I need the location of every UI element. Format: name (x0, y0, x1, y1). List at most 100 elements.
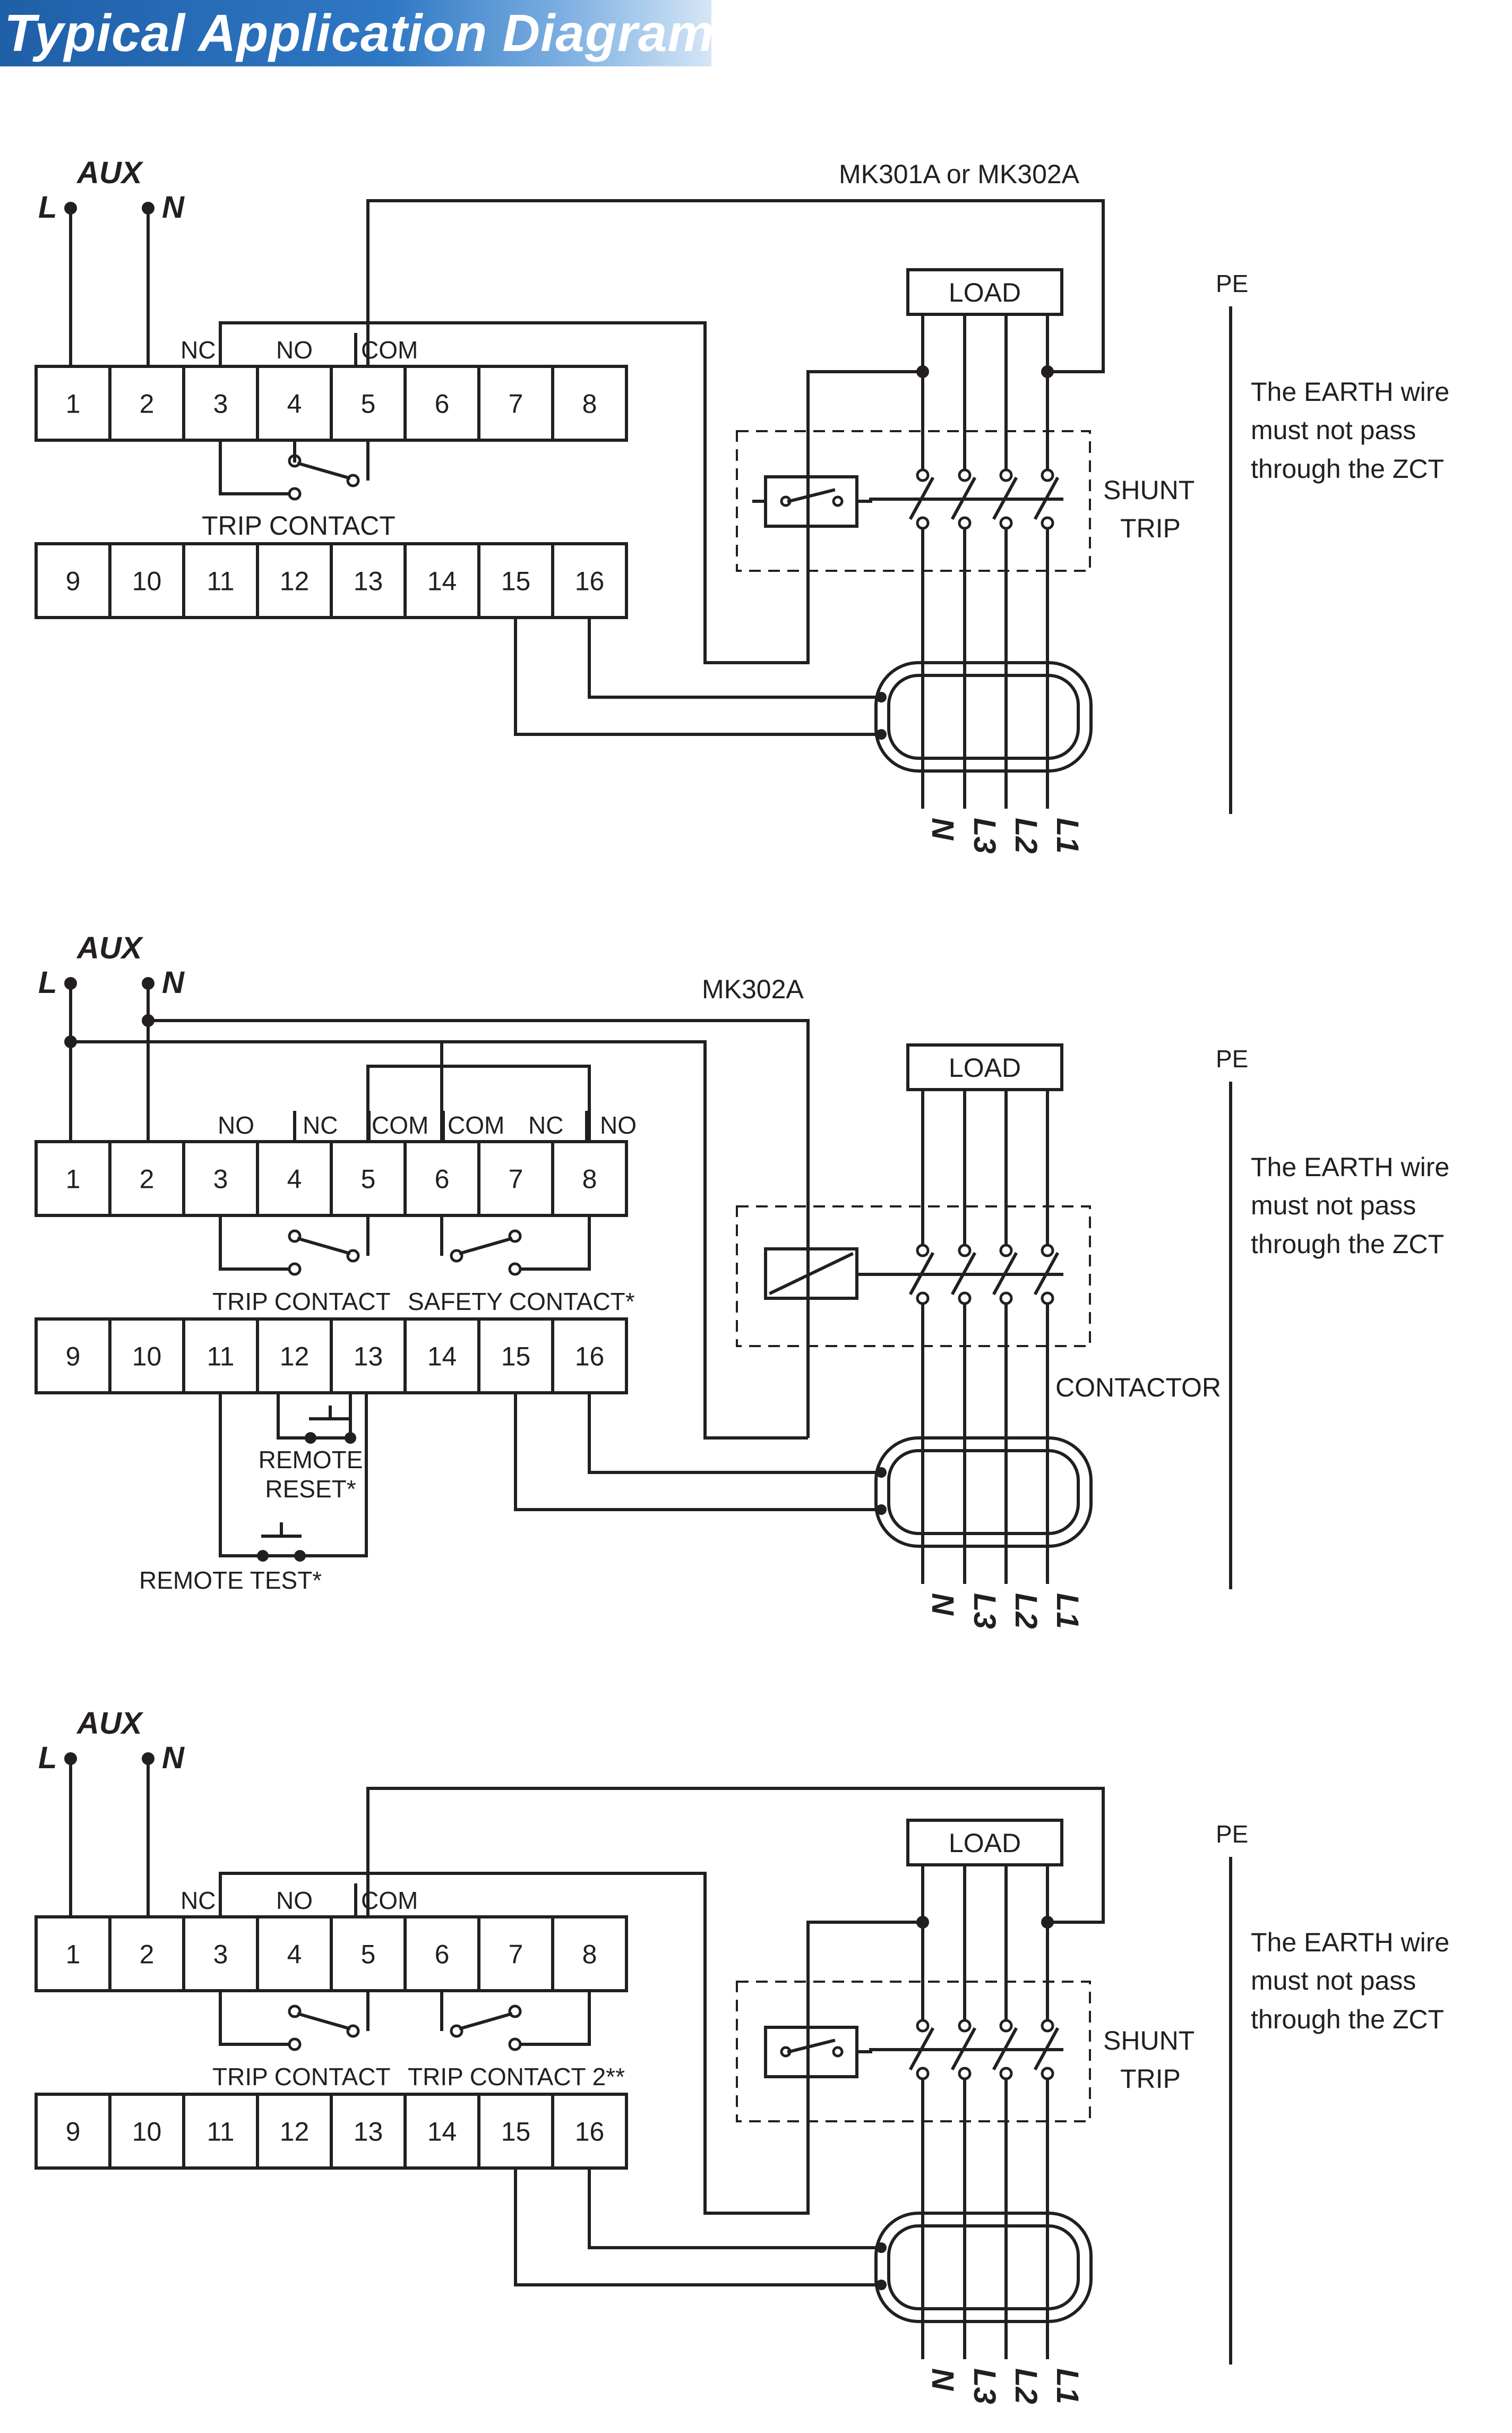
contact-label-com: COM (372, 1111, 428, 1139)
terminal-number: 3 (213, 1164, 228, 1194)
live-feed-wire (71, 1040, 808, 1440)
contact-label-com: COM (361, 336, 418, 364)
terminal-number: 8 (582, 389, 597, 419)
terminal-number: 5 (361, 389, 376, 419)
terminal-number: 1 (66, 1164, 81, 1194)
trip-contact-wire (219, 1215, 295, 1271)
terminal-number: 13 (354, 1342, 383, 1372)
remote-test-wire (219, 1393, 368, 1557)
pe-label: PE (1216, 1820, 1248, 1848)
breaker-contact-bottom (916, 2067, 930, 2080)
safety-contact-label: SAFETY CONTACT* (408, 1288, 635, 1315)
terminal-number: 6 (435, 389, 450, 419)
terminal-number: 10 (132, 1342, 162, 1372)
earth-note-line-3: through the ZCT (1251, 1229, 1444, 1259)
trip-contact-2-wire (515, 1991, 591, 2046)
contact-node (288, 1262, 302, 1276)
terminal-number: 2 (140, 1940, 154, 1969)
phase-label: L2 (1009, 1593, 1043, 1629)
com-wire (366, 199, 1105, 373)
phase-label: L1 (1050, 1593, 1085, 1629)
load-box (906, 268, 1063, 316)
terminal-number: 13 (354, 2117, 383, 2147)
terminal-number: 14 (427, 2117, 457, 2147)
junction-dot (916, 365, 929, 378)
shunt-label-2: TRIP (1120, 513, 1181, 543)
device-enclosure (736, 1981, 1091, 2122)
load-box (906, 1819, 1063, 1866)
remote-reset-wire (277, 1393, 352, 1440)
pe-label: PE (1216, 1045, 1248, 1073)
contact-blade (297, 461, 351, 480)
phase-label: L3 (967, 1593, 1002, 1629)
coil-diagonal (768, 1252, 854, 1296)
breaker-contact-bottom (958, 516, 972, 530)
shunt-label-1: SHUNT (1103, 475, 1195, 505)
terminal-number: 7 (509, 389, 523, 419)
breaker-contact-top (916, 1244, 930, 1257)
live-terminal-label: L (38, 965, 57, 1000)
toroid-terminal-dot (876, 692, 887, 703)
phase-label: L2 (1009, 818, 1043, 854)
earth-note-line-1: The EARTH wire (1251, 1927, 1449, 1957)
toroid-terminal-dot (876, 1467, 887, 1478)
breaker-contact-bottom (1041, 2067, 1054, 2080)
breaker-contact-bottom (958, 2067, 972, 2080)
contact-blade (459, 2012, 513, 2031)
breaker-contact-top (999, 1244, 1013, 1257)
terminal-number: 12 (280, 2117, 310, 2147)
contact-label-nc: NC (528, 1111, 563, 1139)
breaker-contact-top (999, 2019, 1013, 2033)
contact-label-no: NO (600, 1111, 637, 1139)
phase-label: N (925, 818, 960, 841)
contact-label-com: COM (361, 1887, 418, 1914)
load-label: LOAD (949, 1053, 1021, 1083)
contact-blade (459, 1237, 513, 1255)
terminal-number: 4 (287, 1940, 302, 1969)
contact-node (508, 1262, 522, 1276)
terminal-number: 14 (427, 567, 457, 596)
terminal-number: 9 (66, 567, 81, 596)
trip-contact-label: TRIP CONTACT (212, 1288, 391, 1315)
toroid-terminal-dot (876, 2242, 887, 2253)
phase-label: L2 (1009, 2368, 1043, 2404)
contact-label-nc: NC (181, 1887, 216, 1914)
breaker-contact-top (958, 2019, 972, 2033)
page-title: Typical Application Diagram (4, 4, 715, 62)
phase-label: N (925, 2368, 960, 2391)
phase-label: N (925, 1593, 960, 1616)
earth-note-line-2: must not pass (1251, 1966, 1416, 1995)
toroid-terminal-dot (876, 1504, 887, 1515)
contact-label-com: COM (448, 1111, 504, 1139)
load-box (906, 1043, 1063, 1091)
contact-label-no: NO (218, 1111, 254, 1139)
terminal-number: 12 (280, 1342, 310, 1372)
toroid-terminal-dot (876, 2280, 887, 2290)
contactor-label: CONTACTOR (1055, 1373, 1221, 1402)
trip-contact-wire (219, 1991, 295, 2046)
aux-label: AUX (76, 1706, 144, 1741)
toroid-wire-16 (588, 618, 881, 699)
neutral-terminal-label: N (162, 190, 185, 225)
contact-node (832, 495, 844, 507)
junction-dot (916, 1916, 929, 1929)
contact-label-no: NO (276, 1887, 313, 1914)
contact-node (288, 2037, 302, 2051)
breaker-contact-bottom (1041, 516, 1054, 530)
breaker-contact-top (916, 2019, 930, 2033)
terminal-number: 2 (140, 1164, 154, 1194)
terminal-number: 10 (132, 2117, 162, 2147)
terminal-number: 8 (582, 1940, 597, 1969)
terminal-number: 16 (575, 1342, 605, 1372)
terminal-number: 16 (575, 2117, 605, 2147)
aux-label: AUX (76, 156, 144, 190)
load-label: LOAD (949, 1828, 1021, 1858)
terminal-number: 9 (66, 2117, 81, 2147)
zct-inner (887, 2224, 1080, 2310)
breaker-contact-top (916, 468, 930, 482)
breaker-contact-top (1041, 468, 1054, 482)
terminal-number: 11 (207, 1342, 235, 1372)
